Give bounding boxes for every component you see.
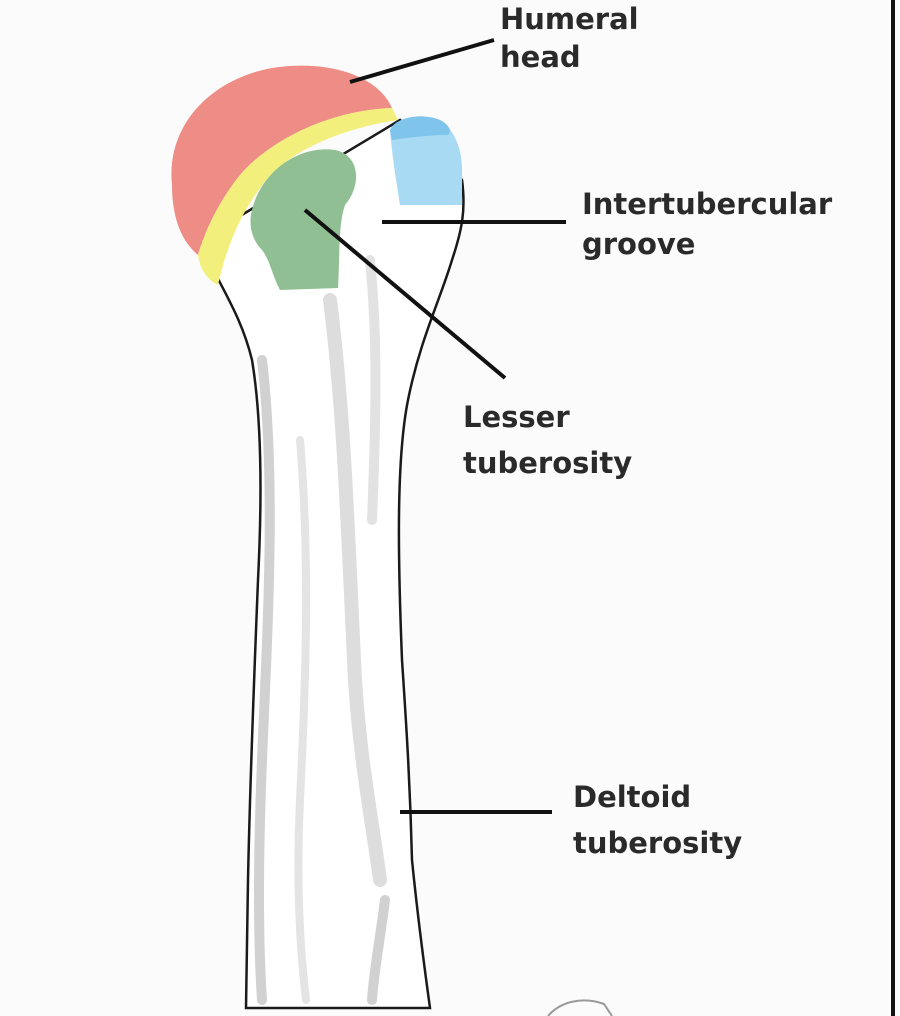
intertubercular-groove-label-line2: groove: [582, 227, 696, 261]
deltoid-tuberosity-label-line2: tuberosity: [573, 826, 743, 860]
humeral-head-region: [171, 65, 392, 255]
intertubercular-groove-label-line1: Intertubercular: [582, 187, 833, 221]
anatomical-neck-band: [198, 108, 398, 285]
greater-tubercle-region: [390, 116, 462, 205]
humeral-head-label: Humeral head: [500, 0, 639, 76]
humerus-bone: [198, 118, 465, 1010]
deltoid-tuberosity-label-line1: Deltoid: [573, 780, 692, 814]
intertubercular-groove-label: Intertubercular groove: [582, 184, 832, 264]
humeral-head-label-line2: head: [500, 40, 581, 74]
lesser-tuberosity-label: Lesser tuberosity: [463, 394, 632, 486]
humeral-head-label-line1: Humeral: [500, 2, 639, 36]
humeral-head-leader: [349, 38, 495, 84]
lesser-tuberosity-leader: [303, 208, 507, 380]
right-edge-border: [891, 0, 895, 1016]
bottom-circle-arc: [547, 999, 613, 1016]
lesser-tuberosity-label-line2: tuberosity: [463, 446, 633, 480]
lesser-tuberosity-region: [250, 149, 357, 290]
deltoid-tuberosity-label: Deltoid tuberosity: [573, 774, 742, 866]
lesser-tuberosity-label-line1: Lesser: [463, 400, 570, 434]
